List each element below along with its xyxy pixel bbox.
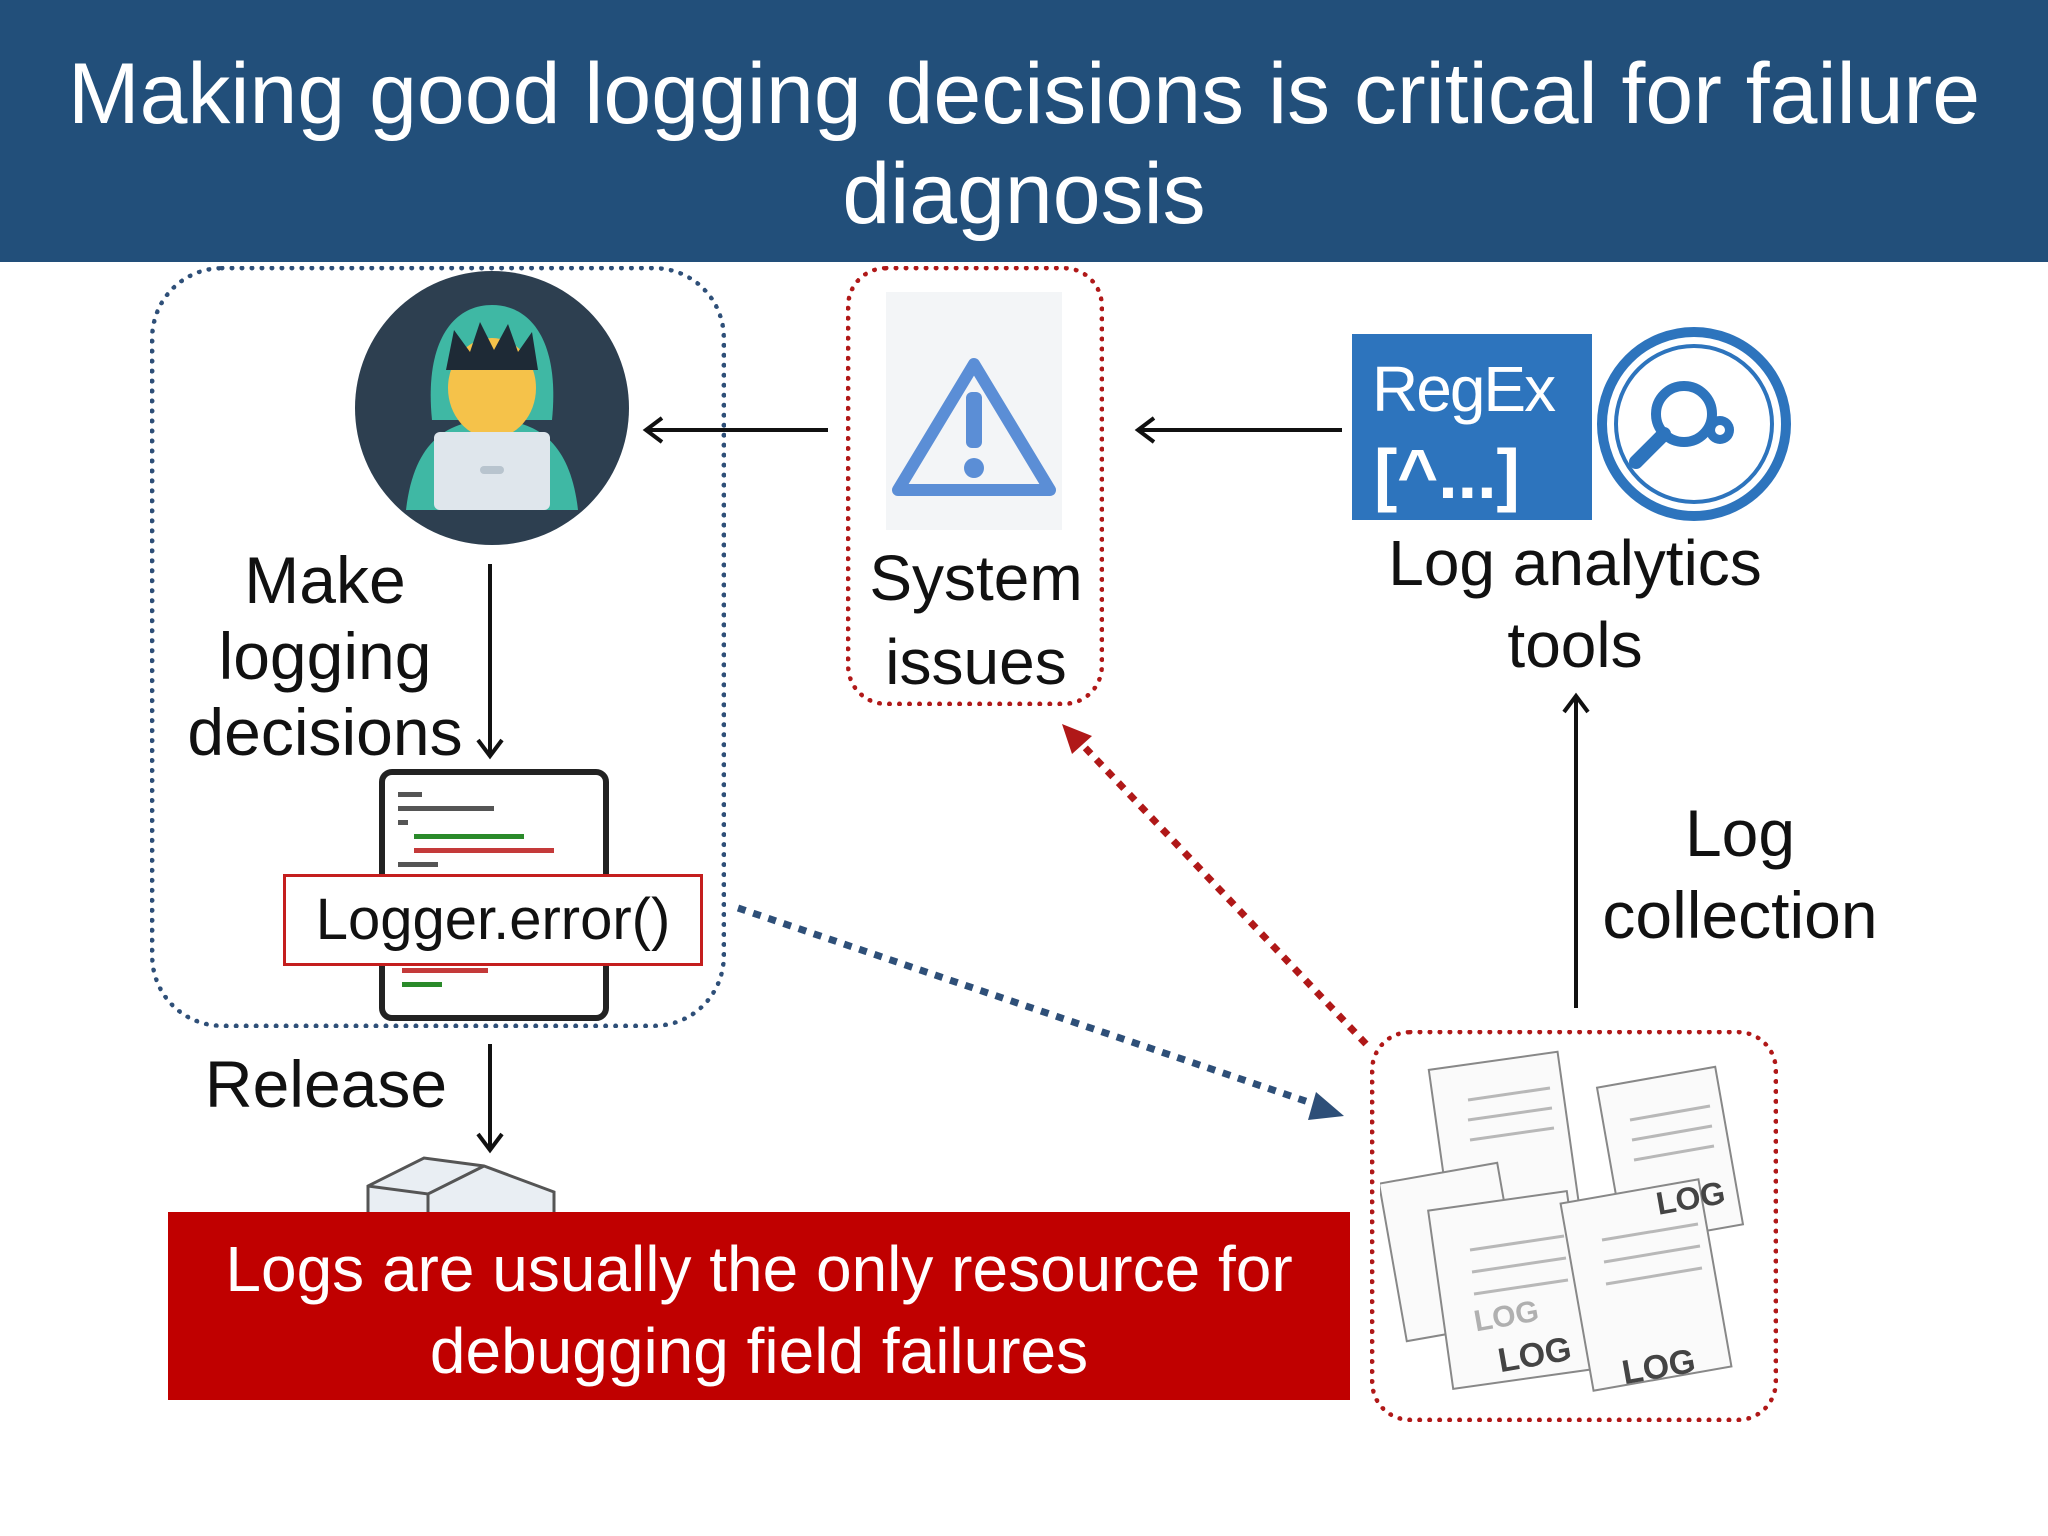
system-issues-box <box>846 266 1104 706</box>
developer-avatar-icon <box>355 271 629 545</box>
slide-title: Making good logging decisions is critica… <box>67 46 1981 242</box>
log-analytics-tools-label: Log analytics tools <box>1388 527 1762 681</box>
log-collection-label: Log collection <box>1602 796 1878 952</box>
regex-pattern-text: [^...] <box>1374 435 1520 513</box>
make-logging-decisions-label: Make logging decisions <box>187 543 463 769</box>
logger-error-code: Logger.error() <box>283 874 703 966</box>
arrow-issues-to-developer <box>642 416 828 444</box>
developer-group-box <box>150 266 726 1028</box>
warning-icon <box>886 292 1062 530</box>
system-issues-label: System issues <box>869 542 1083 698</box>
blue-dotted-arrow <box>736 904 1328 1112</box>
server-icon <box>366 1156 556 1214</box>
arrow-down-release <box>476 1044 504 1154</box>
blue-arrowhead <box>1308 1092 1344 1120</box>
regex-icon: RegEx [^...] <box>1352 334 1592 520</box>
key-message-banner: Logs are usually the only resource for d… <box>168 1212 1350 1400</box>
title-bar <box>0 0 2048 262</box>
release-label: Release <box>204 1047 448 1121</box>
log-files-icon <box>1380 1050 1745 1392</box>
arrow-collection-up <box>1562 692 1590 1008</box>
regex-text: RegEx <box>1372 353 1556 425</box>
logs-box <box>1370 1030 1778 1422</box>
arrow-down-to-code <box>476 564 504 760</box>
arrow-analytics-to-issues <box>1134 416 1342 444</box>
search-gear-icon <box>1597 327 1791 521</box>
red-arrowhead <box>1062 724 1092 754</box>
red-dotted-arrow <box>1073 735 1369 1047</box>
